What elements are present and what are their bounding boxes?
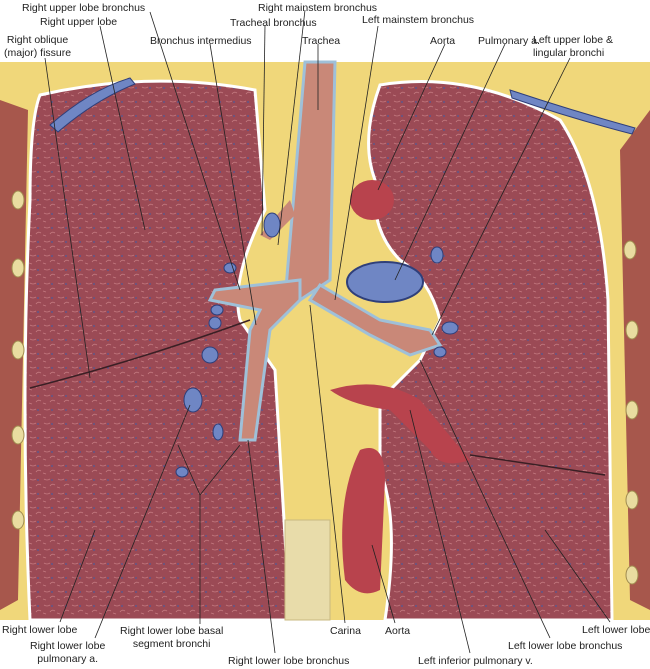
descending-aorta xyxy=(342,448,385,594)
ribs xyxy=(11,190,639,585)
label-line: Left upper lobe & xyxy=(533,34,613,46)
label-line: pulmonary a. xyxy=(37,653,98,665)
label-line: Right lower lobe xyxy=(30,640,106,652)
label-right-oblique-fissure: Right oblique (major) fissure xyxy=(4,34,71,60)
left-chest-wall xyxy=(620,110,650,610)
label-left-inferior-pulmonary-vein: Left inferior pulmonary v. xyxy=(418,655,533,667)
label-aorta-top: Aorta xyxy=(430,35,456,47)
aorta-arch xyxy=(350,180,394,220)
label-pulmonary-artery: Pulmonary a. xyxy=(478,35,540,47)
label-right-mainstem-bronchus: Right mainstem bronchus xyxy=(258,2,378,14)
label-line: Right lower lobe basal xyxy=(120,625,224,637)
left-mainstem-bronchus xyxy=(307,282,443,357)
label-right-upper-lobe-bronchus: Right upper lobe bronchus xyxy=(22,2,146,14)
label-right-upper-lobe: Right upper lobe xyxy=(40,16,118,28)
label-line: lingular bronchi xyxy=(533,47,605,59)
label-right-lower-lobe-bronchus: Right lower lobe bronchus xyxy=(228,655,350,667)
label-right-lower-lobe-pulmonary-artery: Right lower lobe pulmonary a. xyxy=(30,640,105,666)
vertebra xyxy=(284,519,331,621)
right-pulmonary-vessels xyxy=(175,212,281,478)
label-basal-segment-bronchi: Right lower lobe basal segment bronchi xyxy=(120,625,223,651)
label-aorta-bottom: Aorta xyxy=(385,625,411,637)
left-oblique-fissure xyxy=(469,454,606,476)
clavicle-left xyxy=(509,89,636,135)
label-left-lower-lobe-bronchus: Left lower lobe bronchus xyxy=(508,640,623,652)
label-right-lower-lobe: Right lower lobe xyxy=(2,624,78,636)
left-inferior-pulmonary-vein xyxy=(330,384,470,464)
label-left-mainstem-bronchus: Left mainstem bronchus xyxy=(362,14,475,26)
label-carina: Carina xyxy=(330,625,361,637)
label-line: segment bronchi xyxy=(132,638,211,650)
pulmonary-artery xyxy=(346,261,424,303)
label-line: (major) fissure xyxy=(4,47,72,59)
right-lung xyxy=(23,79,292,622)
label-left-upper-lobe-bronchi: Left upper lobe & lingular bronchi xyxy=(533,34,613,60)
left-pulmonary-vessels xyxy=(430,246,459,358)
label-bronchus-intermedius: Bronchus intermedius xyxy=(150,35,252,47)
label-left-lower-lobe: Left lower lobe xyxy=(582,624,650,636)
clavicle-right xyxy=(49,77,136,133)
label-line: Right oblique xyxy=(6,34,69,46)
right-mainstem-bronchus xyxy=(207,278,302,442)
label-tracheal-bronchus: Tracheal bronchus xyxy=(230,17,317,29)
right-oblique-fissure xyxy=(29,319,251,389)
leader-lines xyxy=(44,9,611,654)
label-trachea: Trachea xyxy=(302,35,341,47)
